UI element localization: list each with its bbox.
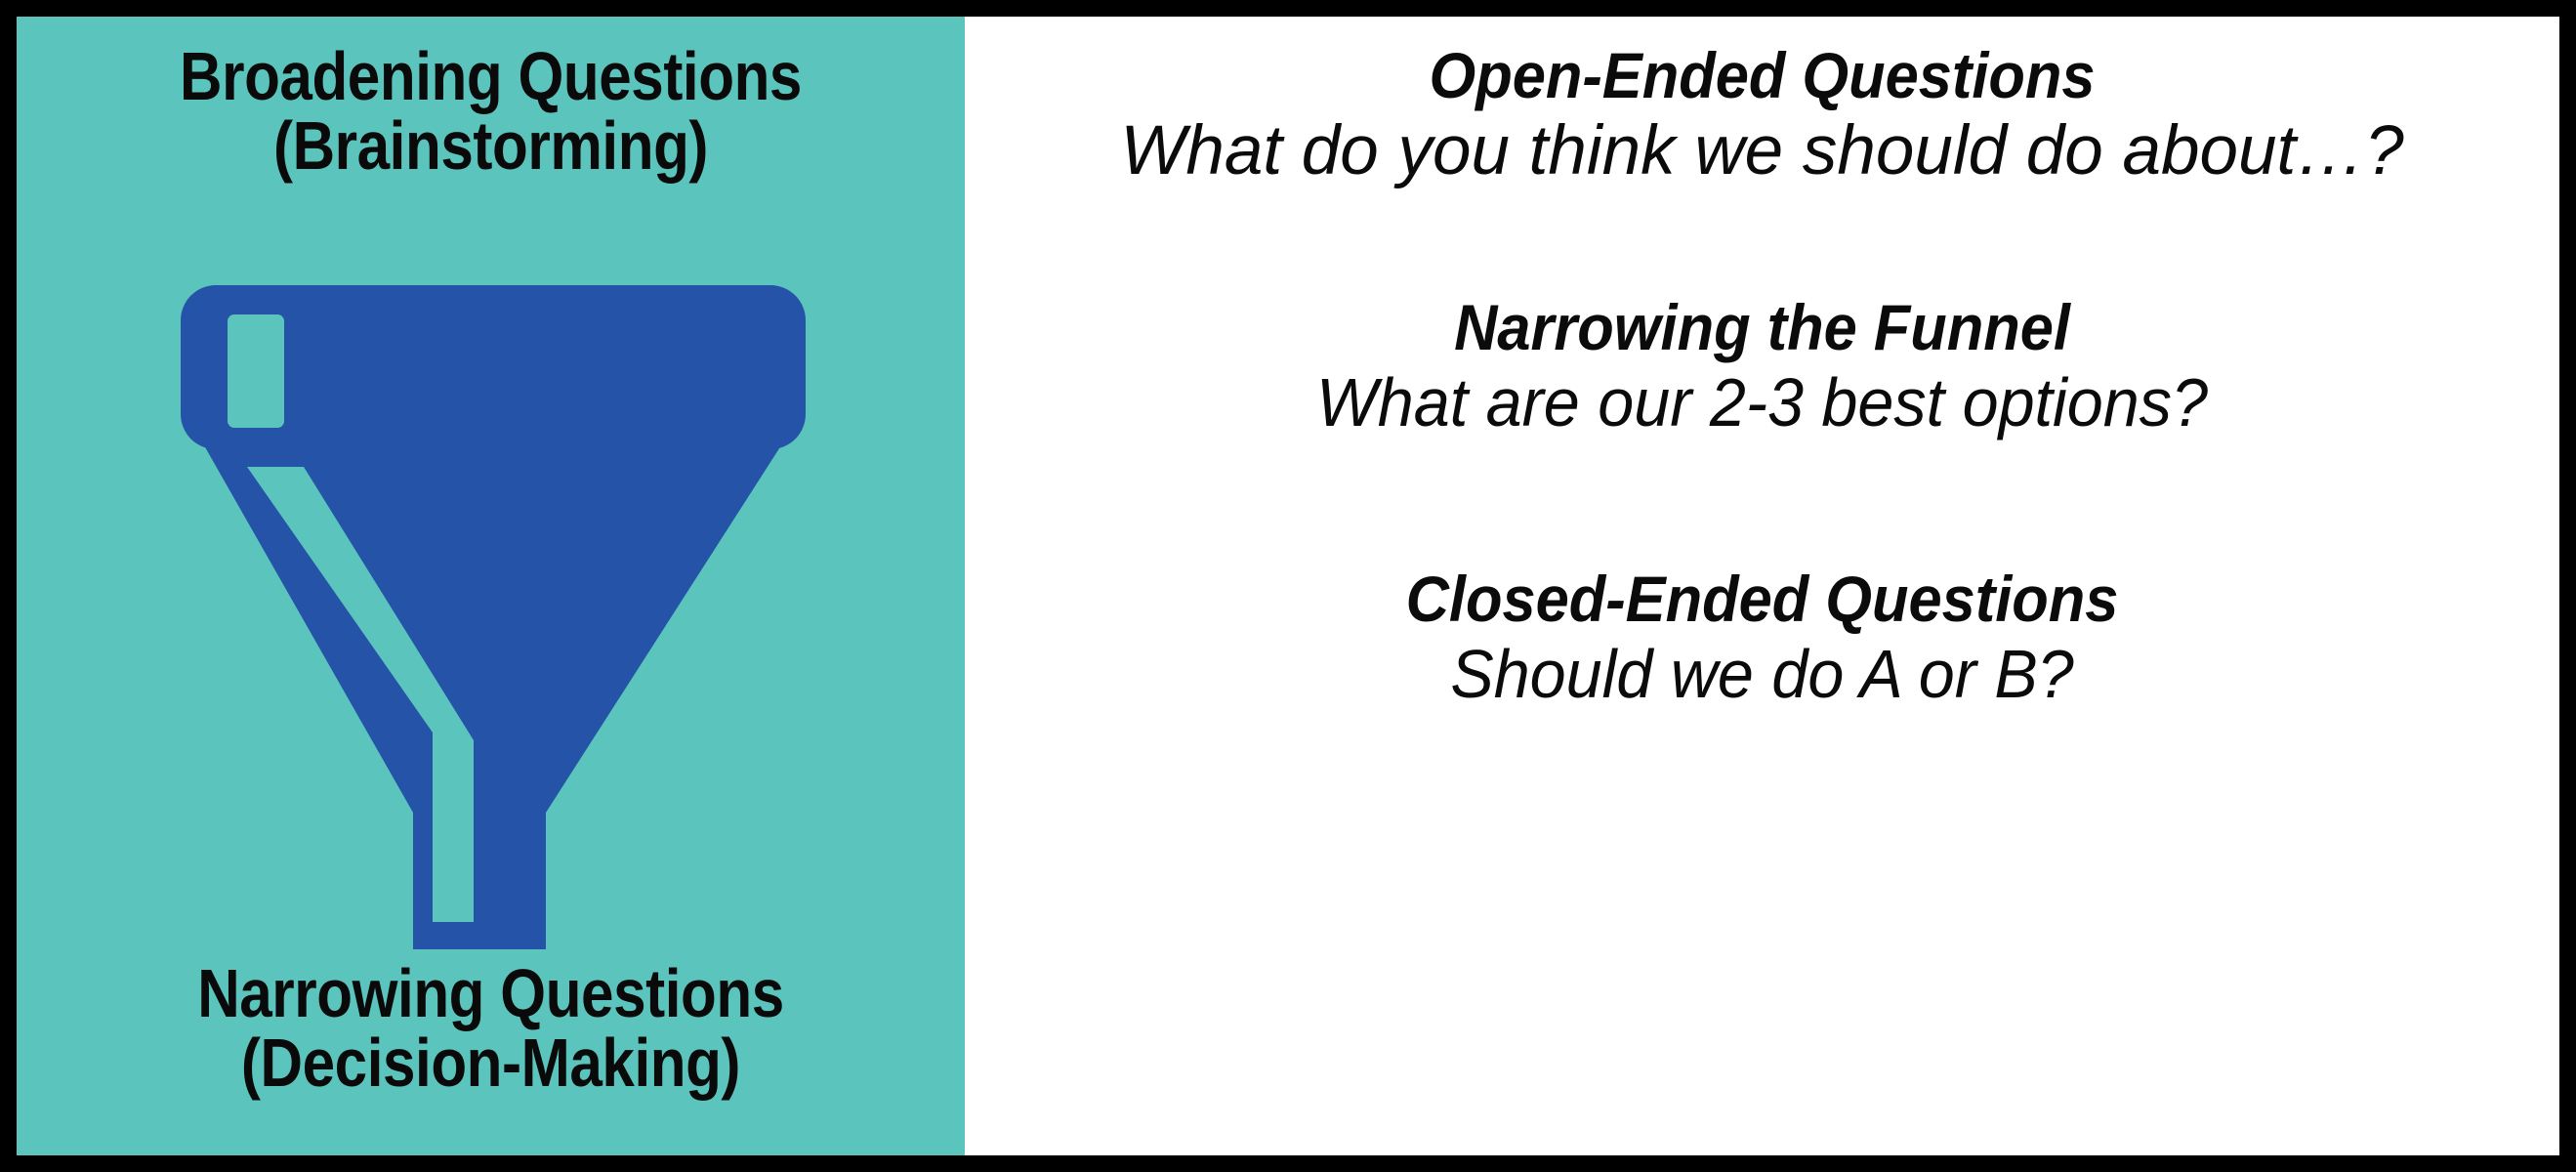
question-block-narrowing-funnel: Narrowing the Funnel What are our 2-3 be… [965,291,2559,442]
narrowing-questions-line-1: Narrowing Questions [197,955,784,1031]
question-block-closed-ended: Closed-Ended Questions Should we do A or… [965,563,2559,714]
broadening-questions-line-1: Broadening Questions [180,38,802,114]
funnel-icon [181,285,806,949]
closed-ended-questions-heading: Closed-Ended Questions [1405,563,2119,635]
funnel-rim-notch [228,314,284,428]
funnel-highlight-stripe [247,467,474,922]
narrowing-the-funnel-example: What are our 2-3 best options? [1315,363,2209,440]
left-teal-panel: Broadening Questions (Brainstorming) [17,17,965,1155]
broadening-questions-title: Broadening Questions (Brainstorming) [83,38,898,185]
broadening-questions-line-2: (Brainstorming) [272,107,709,185]
open-ended-questions-heading: Open-Ended Questions [1429,39,2096,111]
narrowing-questions-line-2: (Decision-Making) [240,1025,741,1102]
right-white-panel: Open-Ended Questions What do you think w… [965,17,2559,1155]
slide-canvas: Broadening Questions (Brainstorming) [17,17,2559,1155]
narrowing-questions-footer: Narrowing Questions (Decision-Making) [83,955,898,1102]
open-ended-questions-example: What do you think we should do about…? [1120,111,2404,189]
question-block-open-ended: Open-Ended Questions What do you think w… [965,39,2559,191]
funnel-graphic [103,266,845,949]
narrowing-the-funnel-heading: Narrowing the Funnel [1454,291,2070,363]
closed-ended-questions-example: Should we do A or B? [1450,635,2074,712]
